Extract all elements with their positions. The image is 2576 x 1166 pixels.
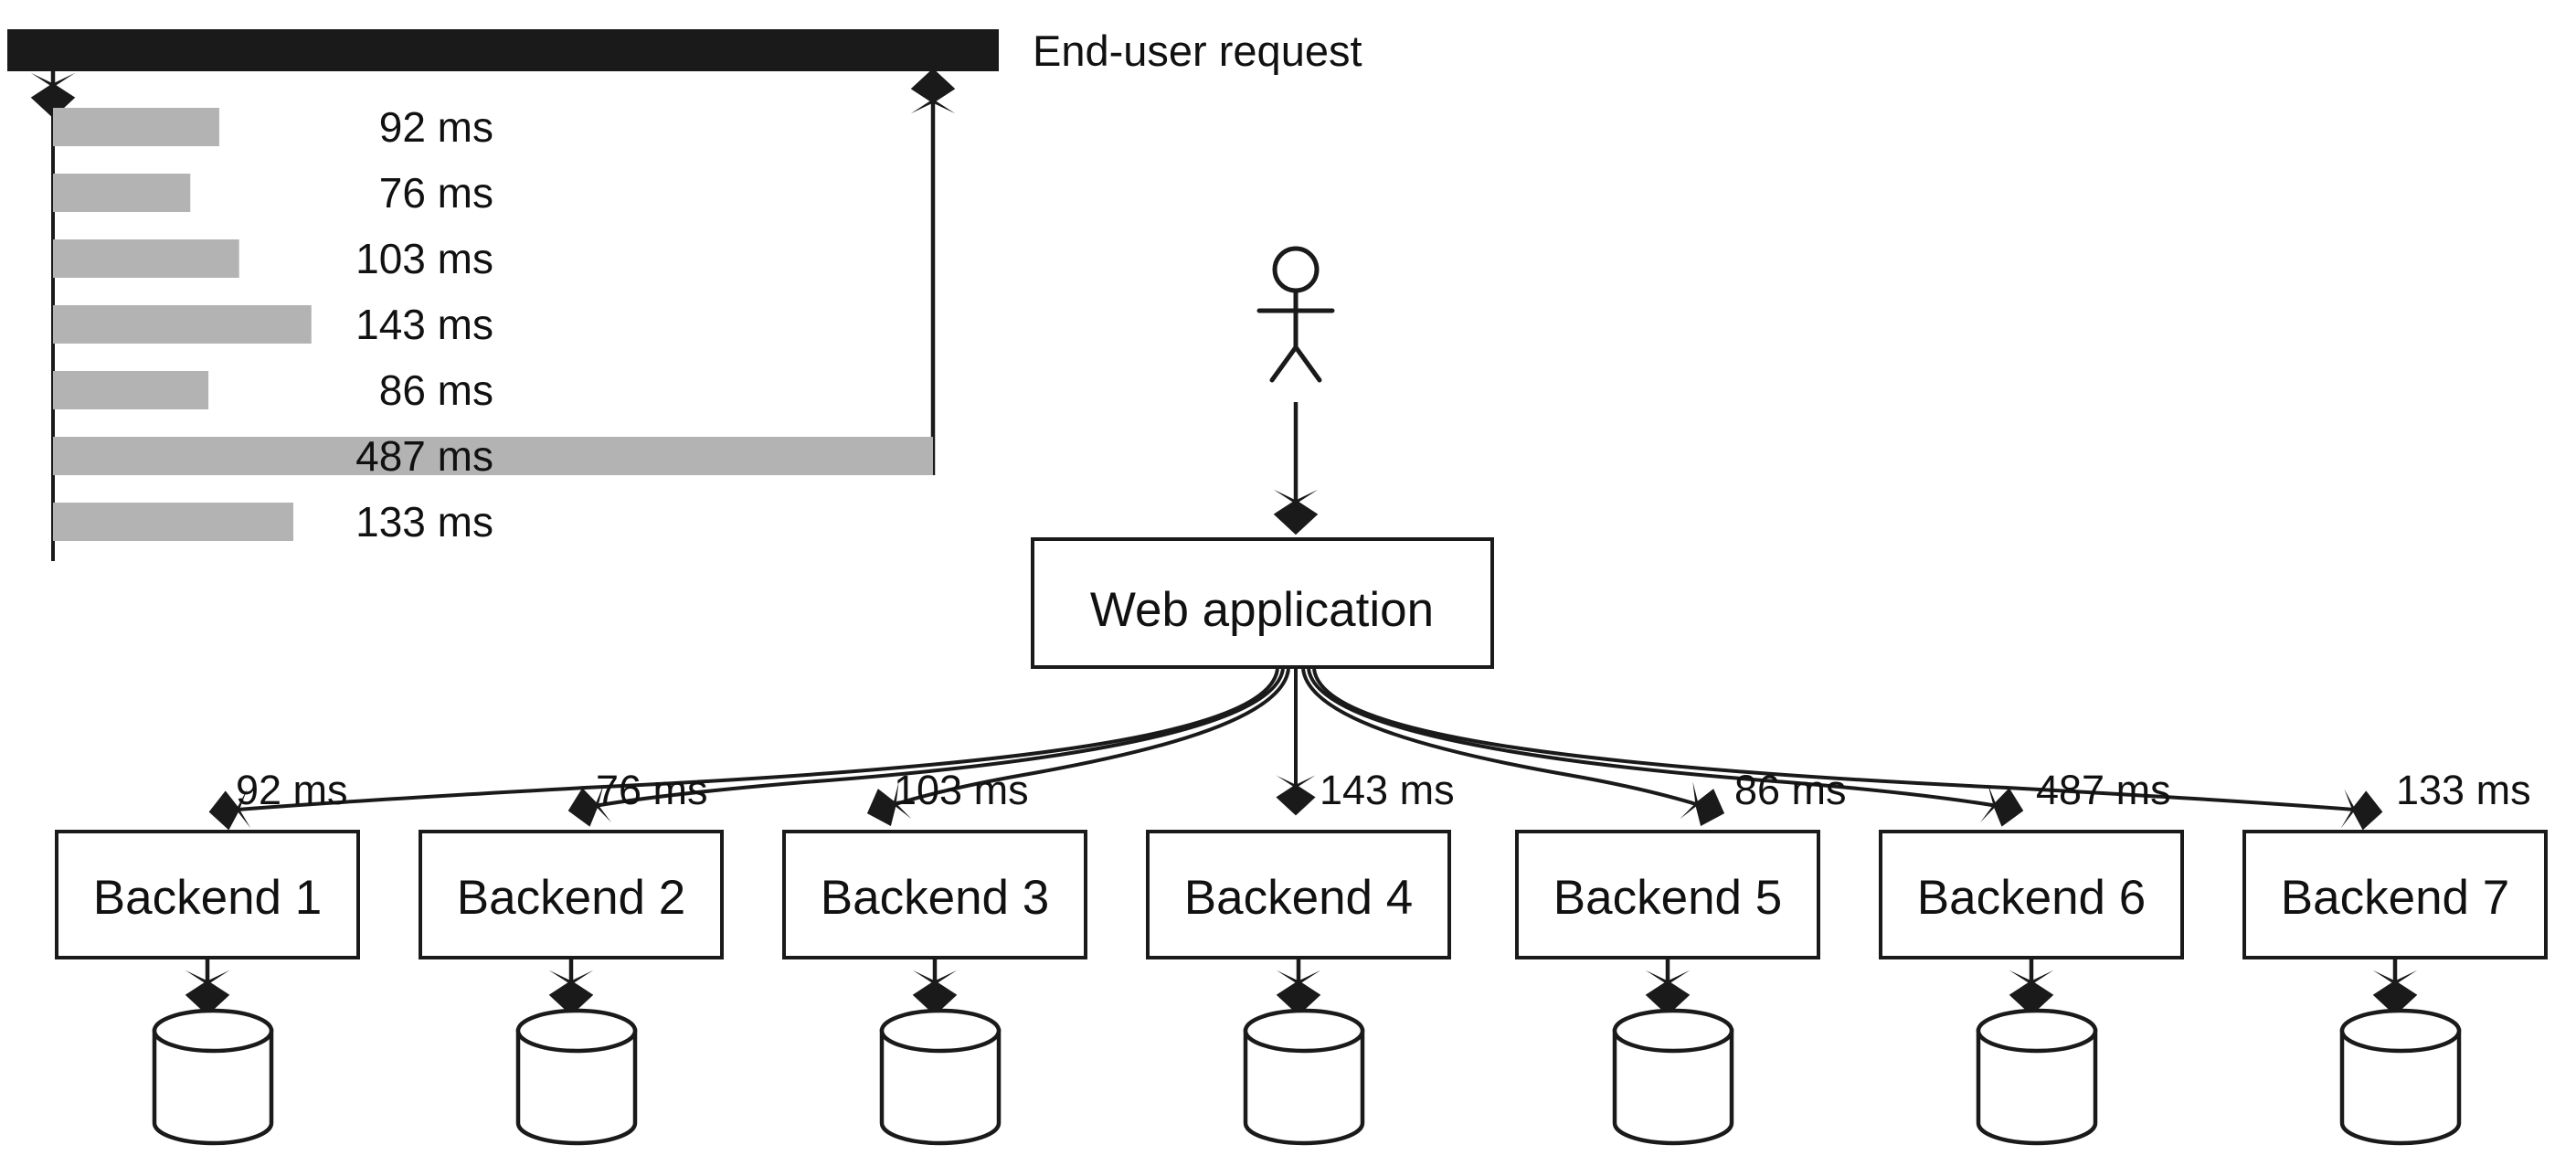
edge-to-backend-3 [866, 668, 1290, 827]
webapp-to-backends-edges [208, 668, 2383, 831]
actor-user-icon [1256, 246, 1335, 383]
backend-label: Backend 4 [1184, 871, 1413, 925]
gantt-bar [53, 305, 312, 344]
gantt-bar [53, 239, 239, 278]
edge-to-backend-6 [1307, 668, 2024, 827]
edge-to-backend-7 [1312, 668, 2383, 831]
gantt-bar-label: 92 ms [379, 103, 493, 151]
backend-latency-label: 76 ms [596, 767, 708, 813]
edge-to-backend-5 [1301, 668, 1725, 827]
backend-column-3: 103 ms Backend 3 [782, 767, 1087, 1146]
database-cylinder-2 [515, 1008, 638, 1146]
database-cylinder-7 [2339, 1008, 2462, 1146]
backend-label: Backend 2 [457, 871, 685, 925]
gantt-bar [53, 437, 933, 475]
latency-gantt [53, 108, 933, 541]
backend-box-5[interactable] [1515, 830, 1820, 959]
gantt-bar-label: 76 ms [379, 169, 493, 217]
backend-box-4[interactable] [1146, 830, 1451, 959]
backend-latency-label: 143 ms [1320, 767, 1455, 813]
gantt-bar [53, 108, 219, 146]
backend-label: Backend 3 [821, 871, 1049, 925]
gantt-bar [53, 371, 209, 409]
backend-column-7: 133 ms Backend 7 [2242, 767, 2548, 1146]
backend-box-1[interactable] [55, 830, 360, 959]
webapp-label: Web application [1090, 583, 1434, 637]
backend-latency-label: 92 ms [236, 767, 348, 813]
gantt-bar-label: 143 ms [355, 301, 493, 348]
database-cylinder-1 [152, 1008, 274, 1146]
gantt-labels: 92 ms 76 ms 103 ms 143 ms 86 ms 487 ms 1… [355, 103, 493, 546]
backend-latency-label: 86 ms [1734, 767, 1847, 813]
gantt-bar-label: 103 ms [355, 235, 493, 282]
end-user-request-label: End-user request [1033, 26, 1362, 75]
backend-column-6: 487 ms Backend 6 [1879, 767, 2184, 1146]
backend-latency-label: 133 ms [2396, 767, 2531, 813]
backend-column-4: 143 ms Backend 4 [1146, 767, 1455, 1146]
database-cylinder-3 [879, 1008, 1002, 1146]
webapp-box[interactable] [1031, 537, 1494, 669]
backend-box-3[interactable] [782, 830, 1087, 959]
backend-box-2[interactable] [419, 830, 724, 959]
backend-label: Backend 7 [2281, 871, 2509, 925]
backend-label: Backend 1 [93, 871, 322, 925]
gantt-bar-label: 86 ms [379, 366, 493, 414]
gantt-bar [53, 174, 191, 212]
database-cylinder-4 [1243, 1008, 1365, 1146]
backend-column-5: 86 ms Backend 5 [1515, 767, 1847, 1146]
gantt-bar-label: 133 ms [355, 498, 493, 546]
database-cylinder-6 [1976, 1008, 2098, 1146]
backend-label: Backend 5 [1553, 871, 1782, 925]
backend-latency-label: 487 ms [2036, 767, 2171, 813]
backend-column-2: 76 ms Backend 2 [419, 767, 724, 1146]
end-user-request-bar [7, 29, 999, 71]
backend-label: Backend 6 [1917, 871, 2146, 925]
edge-to-backend-2 [567, 668, 1285, 827]
database-cylinder-5 [1612, 1008, 1734, 1146]
backend-column-1: 92 ms Backend 1 [55, 767, 360, 1146]
gantt-bar [53, 503, 293, 541]
backend-box-6[interactable] [1879, 830, 2184, 959]
gantt-bar-label: 487 ms [355, 432, 493, 480]
edge-to-backend-1 [208, 668, 1279, 831]
backend-latency-label: 103 ms [894, 767, 1029, 813]
